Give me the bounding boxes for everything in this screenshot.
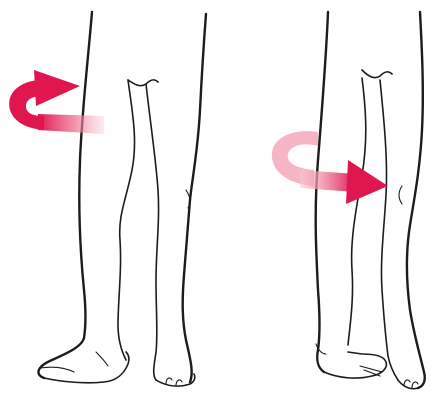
external-rotation-arrow-icon (9, 70, 104, 134)
left-fig-second-leg-outer (183, 14, 206, 382)
left-legs-figure (9, 12, 206, 386)
left-fig-second-leg-inner (146, 84, 159, 380)
left-leg-inner-line (118, 80, 135, 360)
left-crotch-line (128, 80, 158, 86)
left-leg-outer-line (38, 12, 92, 378)
right-fig-second-foot (398, 380, 418, 389)
internal-rotation-arrow-icon (272, 131, 388, 204)
right-crotch-line (362, 70, 392, 78)
left-arrow-head (34, 70, 80, 106)
right-fig-left-foot-shade (316, 344, 382, 376)
right-fig-left-leg-outer (316, 12, 328, 372)
right-fig-second-leg-inner (380, 80, 398, 380)
right-legs-figure (272, 12, 425, 389)
right-fig-left-leg-inner (348, 78, 366, 345)
right-arrow-head (346, 160, 388, 204)
left-fig-knee-mark (186, 190, 190, 208)
right-fig-left-foot (324, 352, 386, 378)
right-fig-second-leg-outer (407, 12, 425, 388)
left-fig-second-foot (156, 374, 195, 386)
right-fig-knee-mark (399, 186, 402, 204)
left-arrow-tail (38, 114, 104, 134)
